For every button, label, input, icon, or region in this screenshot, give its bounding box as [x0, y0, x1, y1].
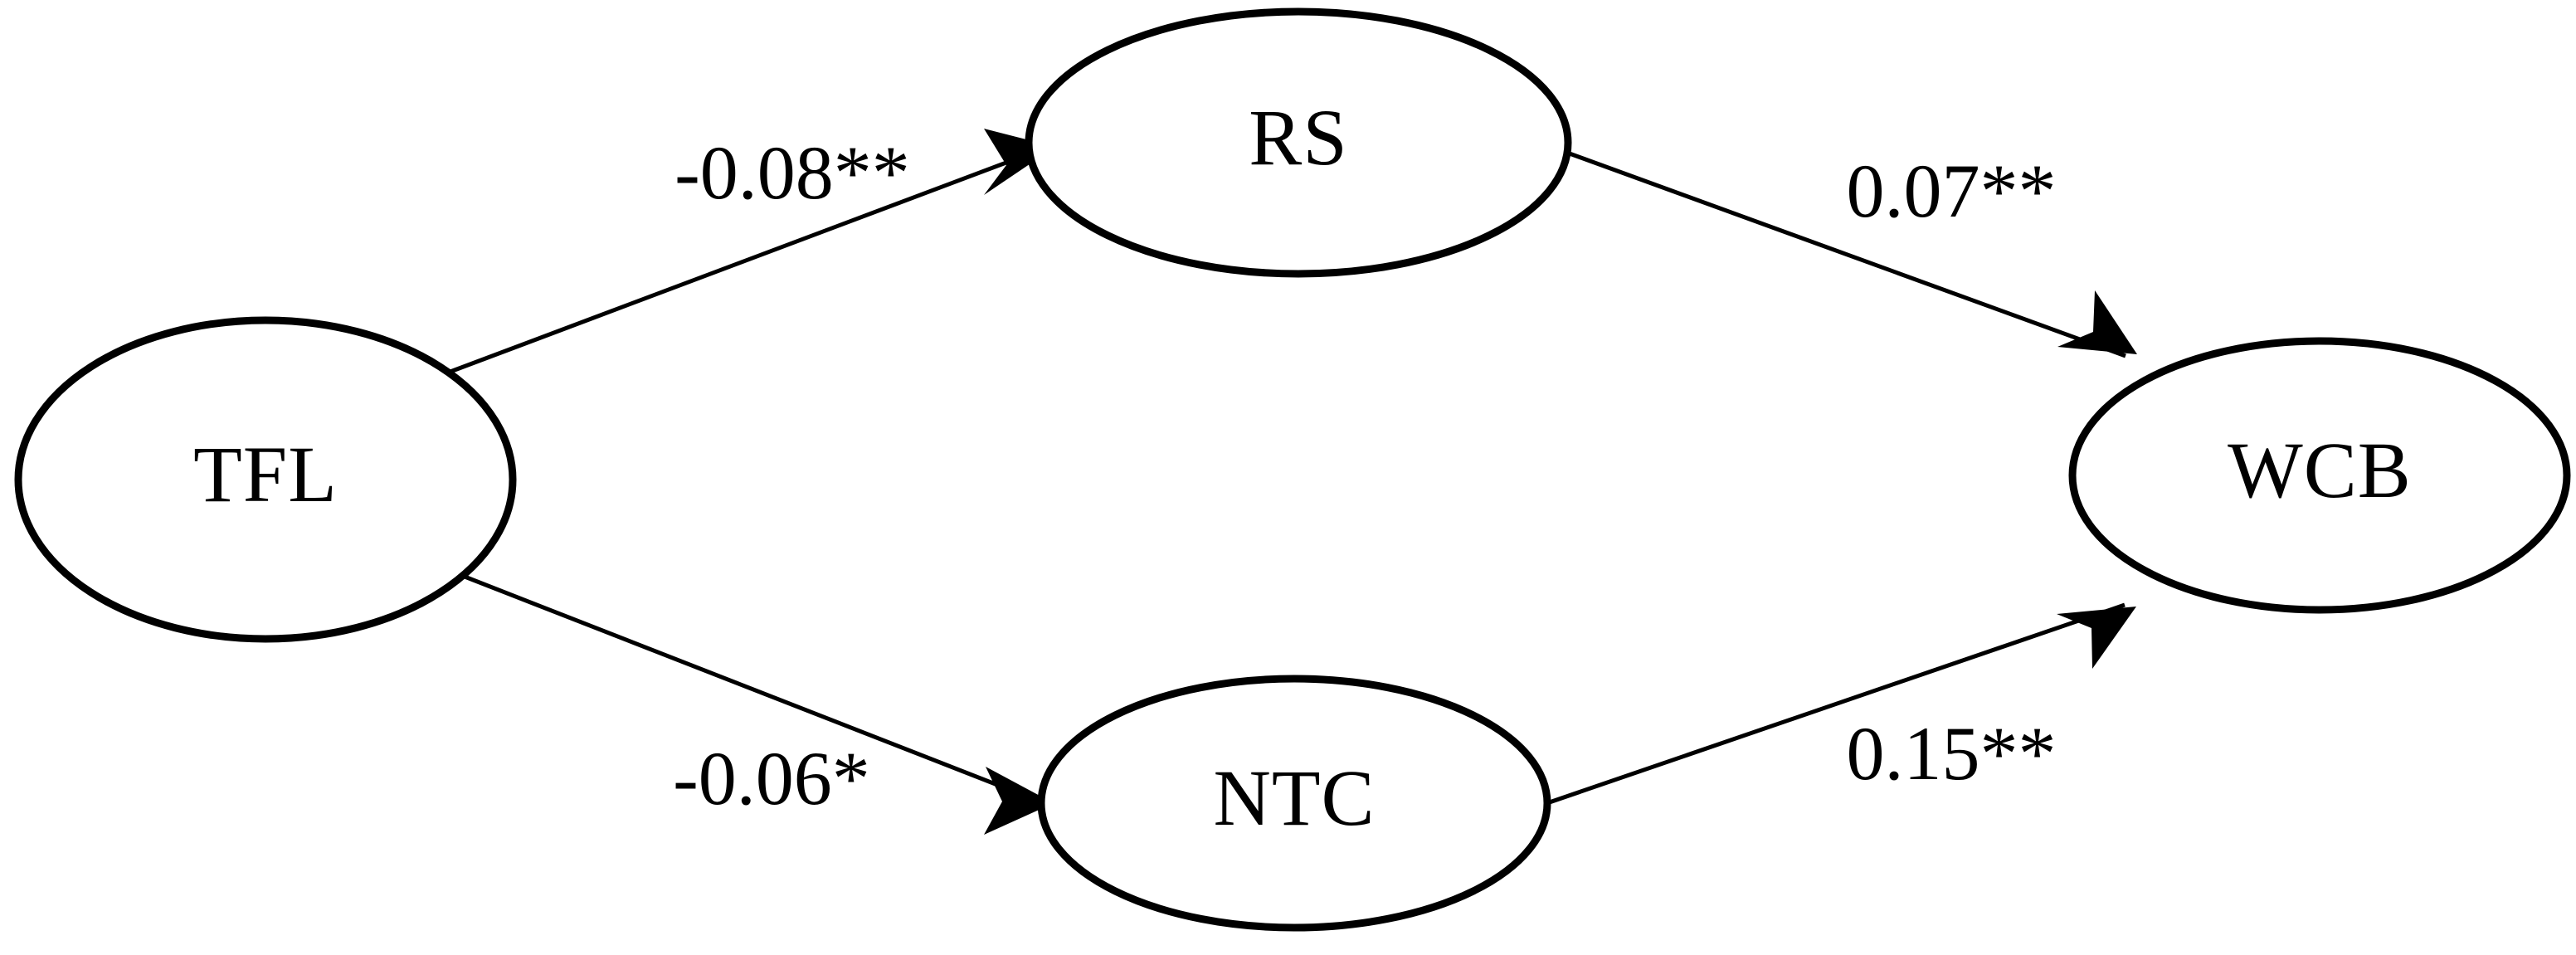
- node-wcb[interactable]: WCB: [2068, 337, 2571, 614]
- edge-rs-to-wcb[interactable]: [1539, 140, 2137, 358]
- edge-tfl-to-ntc[interactable]: [441, 565, 1054, 835]
- edge-ntc-to-wcb[interactable]: [1536, 602, 2136, 809]
- node-label-ntc: NTC: [1214, 753, 1376, 842]
- edge-line-tfl-ntc: [441, 565, 1043, 805]
- node-rs[interactable]: RS: [1025, 7, 1572, 278]
- edge-line-rs-wcb: [1539, 140, 2126, 358]
- node-ellipse-tfl: [14, 316, 517, 643]
- node-ellipse-wcb: [2068, 337, 2571, 614]
- node-ellipse-ntc: [1037, 675, 1551, 932]
- edge-label-ntc-wcb: 0.15**: [1847, 711, 2057, 796]
- edge-line-tfl-rs: [441, 146, 1045, 378]
- node-ntc[interactable]: NTC: [1037, 675, 1551, 932]
- arrowhead-icon-ntc-wcb: [2057, 607, 2136, 669]
- node-ellipse-rs: [1025, 7, 1572, 278]
- node-label-wcb: WCB: [2228, 426, 2412, 514]
- arrowhead-icon-rs-wcb: [2057, 290, 2137, 354]
- node-label-rs: RS: [1249, 93, 1347, 182]
- edge-label-tfl-rs: -0.08**: [674, 130, 910, 215]
- node-label-tfl: TFL: [193, 430, 338, 519]
- edge-line-ntc-wcb: [1536, 602, 2126, 809]
- node-tfl[interactable]: TFL: [14, 316, 517, 643]
- edge-label-tfl-ntc: -0.06*: [673, 736, 870, 821]
- edge-label-rs-wcb: 0.07**: [1847, 149, 2057, 233]
- arrowhead-icon-tfl-ntc: [984, 767, 1054, 835]
